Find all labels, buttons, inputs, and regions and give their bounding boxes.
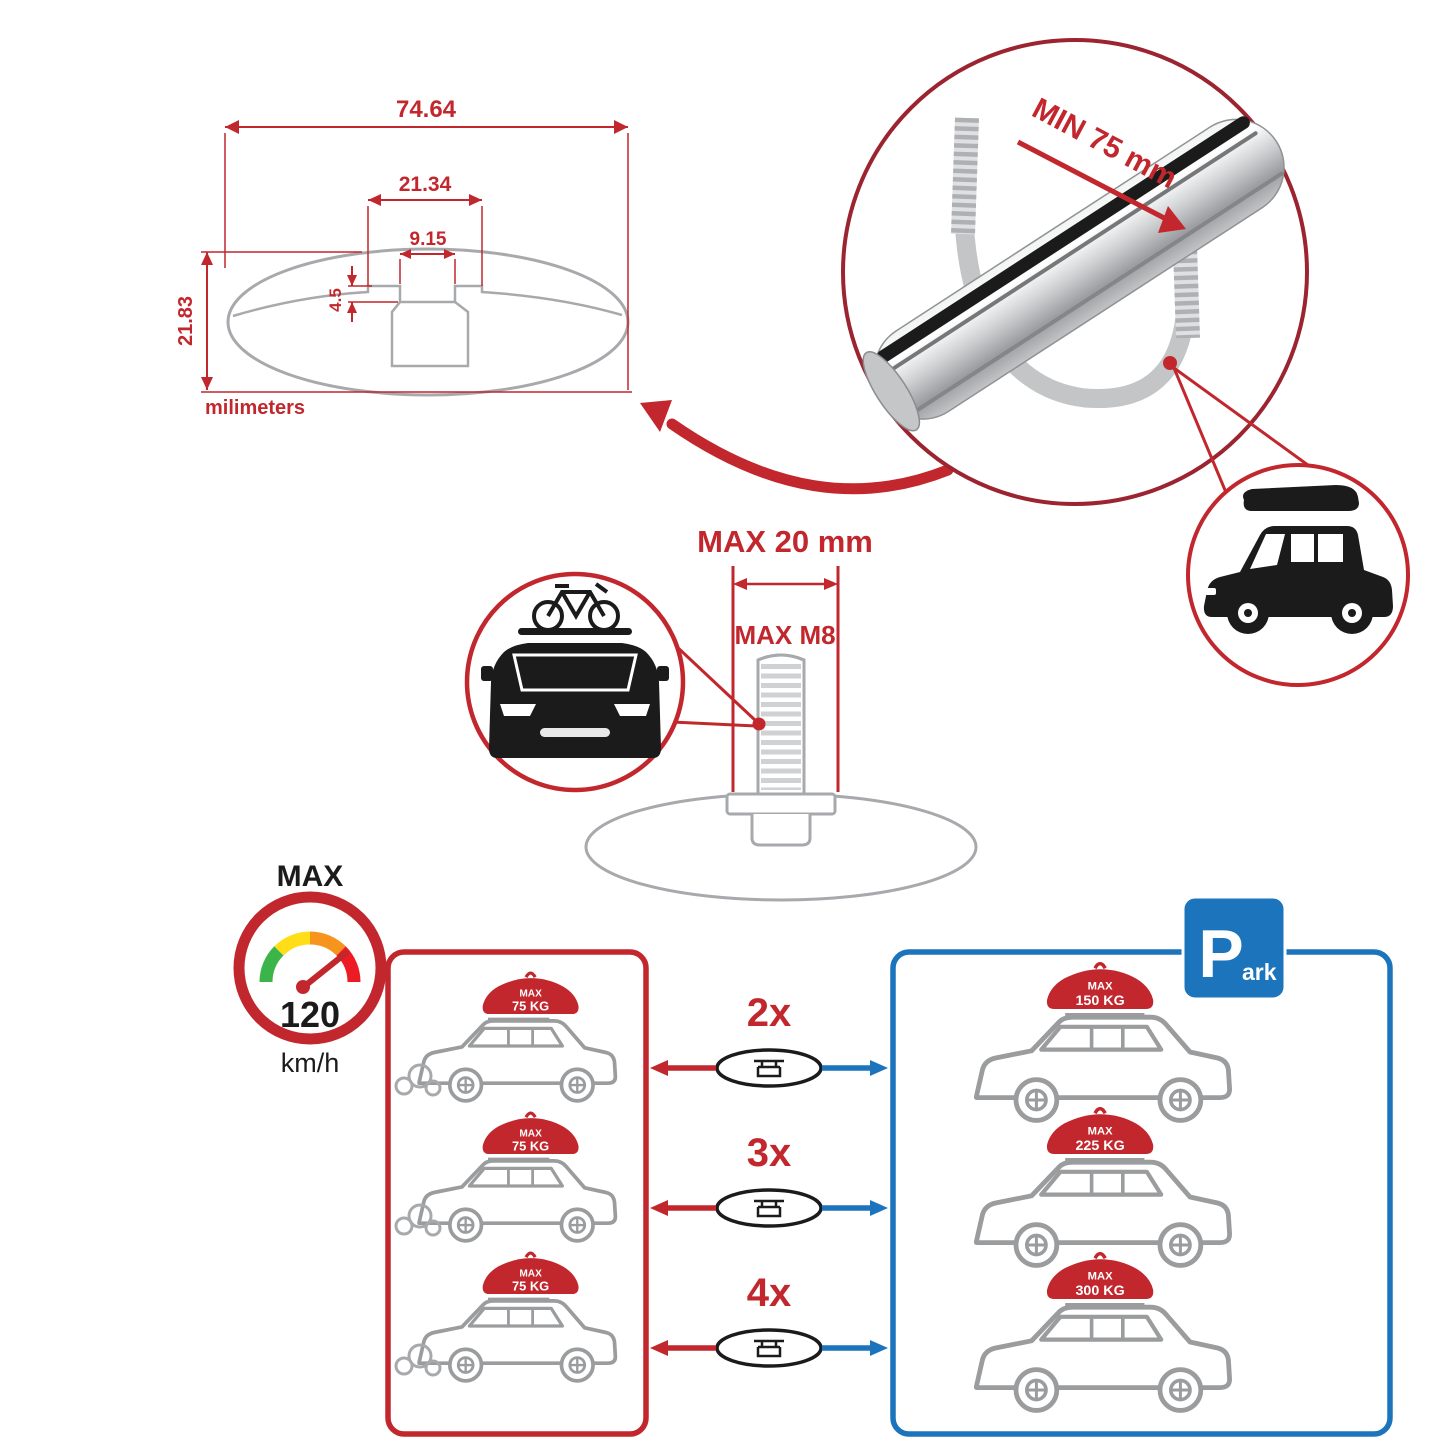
arrowhead <box>347 302 357 313</box>
crossbar-profile-icon <box>715 1188 823 1228</box>
speed-max-title: MAX <box>277 860 344 893</box>
car-roof-box-icon <box>1203 485 1393 634</box>
multiplier-label: 3x <box>747 1131 792 1175</box>
crossbar-profile-icon <box>715 1328 823 1368</box>
callout-dot <box>1163 356 1177 370</box>
red-arrowhead <box>650 1340 668 1356</box>
speedometer-icon <box>233 891 387 1045</box>
cargo-load-badge: MAX 75 KG <box>481 971 581 1016</box>
arrowhead <box>469 194 482 206</box>
arrowhead <box>824 578 838 590</box>
cargo-weight-label: 150 KG <box>1076 993 1125 1009</box>
dim-slot-width <box>399 253 456 284</box>
park-sign-letter: P <box>1198 916 1243 992</box>
arrowhead <box>201 252 213 265</box>
dim-total-width-label: 74.64 <box>396 96 457 123</box>
mounting-bolt-icon <box>725 653 837 847</box>
pointer-arrowhead <box>640 400 672 432</box>
cargo-weight-label: 75 KG <box>512 1138 549 1153</box>
park-sign: P ark <box>1181 895 1287 1001</box>
cargo-max-title: MAX <box>519 1269 542 1280</box>
speed-unit: km/h <box>281 1048 340 1078</box>
cargo-load-badge: MAX 225 KG <box>1045 1106 1156 1156</box>
driving-capacity-panel <box>385 949 649 1437</box>
blue-arrowhead <box>870 1200 888 1216</box>
blue-arrowhead <box>870 1060 888 1076</box>
cargo-weight-label: 225 KG <box>1076 1138 1125 1154</box>
cargo-load-badge: MAX 150 KG <box>1045 961 1156 1011</box>
arrowhead <box>347 275 357 286</box>
suv-icon <box>417 1017 618 1103</box>
speed-limit-badge: MAX 120 km/h <box>233 860 387 1078</box>
car-front-bike-icon <box>481 582 669 758</box>
dim-total-width <box>224 126 629 390</box>
suv-icon <box>976 1160 1229 1266</box>
blue-arrowhead <box>870 1340 888 1356</box>
dim-total-height-label: 21.83 <box>175 296 197 346</box>
arrowhead <box>225 120 239 134</box>
multiplier-label: 4x <box>747 1271 792 1315</box>
arrowhead <box>733 578 747 590</box>
dim-channel-width-label: 21.34 <box>399 173 452 196</box>
dim-total-height <box>201 251 632 393</box>
speedometer-pivot <box>296 980 310 994</box>
bar-detail-section: MIN 75 mm <box>841 38 1410 687</box>
max-thread-size-label: MAX M8 <box>734 620 835 650</box>
max-bolt-length-label: MAX 20 mm <box>697 524 873 559</box>
cargo-load-badge: MAX 75 KG <box>481 1111 581 1156</box>
arrowhead <box>400 249 411 259</box>
cargo-max-title: MAX <box>1088 1126 1113 1138</box>
red-arrowhead <box>650 1200 668 1216</box>
suv-icon <box>417 1297 618 1383</box>
arrowhead <box>614 120 628 134</box>
speed-value: 120 <box>280 994 340 1035</box>
park-sign-suffix: ark <box>1242 959 1277 985</box>
cargo-max-title: MAX <box>519 989 542 1000</box>
cargo-weight-label: 75 KG <box>512 998 549 1013</box>
cargo-max-title: MAX <box>1088 981 1113 993</box>
dim-channel-width <box>367 199 483 286</box>
dim-slot-depth-label: 4.5 <box>326 288 345 312</box>
callout-line <box>674 644 758 723</box>
cargo-load-badge: MAX 75 KG <box>481 1251 581 1296</box>
cross-section-drawing-section: 74.64 21.34 9.15 4.5 <box>175 96 954 495</box>
min-clamp-arrow <box>1016 139 1170 223</box>
cargo-weight-label: 300 KG <box>1076 1283 1125 1299</box>
crossbar-profile-outline <box>226 247 630 397</box>
aluminum-crossbar-icon <box>862 116 1285 432</box>
t-slot-channel-outline <box>232 284 623 318</box>
pointer-arrow <box>666 418 954 495</box>
min-clamp-arrowhead <box>1158 206 1186 233</box>
suv-icon <box>976 1305 1229 1411</box>
callout-line <box>671 720 757 728</box>
multiplier-label: 2x <box>747 991 792 1035</box>
callout-dot <box>752 717 766 731</box>
suv-icon <box>976 1015 1229 1121</box>
callout-line <box>1172 367 1232 503</box>
arrowhead <box>444 249 455 259</box>
cargo-weight-label: 75 KG <box>512 1278 549 1293</box>
cargo-max-title: MAX <box>1088 1271 1113 1283</box>
cargo-max-title: MAX <box>519 1129 542 1140</box>
unit-label: milimeters <box>205 397 305 419</box>
t-slot-channel-body <box>390 301 470 368</box>
capacity-comparison-section: MAX 75 KG MAX 75 KG MAX 75 KG 2x 3x 4x <box>385 895 1393 1437</box>
arrowhead <box>368 194 381 206</box>
parked-capacity-panel <box>890 949 1393 1437</box>
crossbar-profile-icon <box>715 1048 823 1088</box>
arrowhead <box>201 377 213 390</box>
suv-icon <box>417 1157 618 1243</box>
dim-slot-width-label: 9.15 <box>410 229 447 250</box>
red-arrowhead <box>650 1060 668 1076</box>
callout-line <box>1173 366 1313 470</box>
bolt-dimension-lines <box>731 566 840 792</box>
bolt-detail-section: MAX 20 mm MAX M8 <box>464 524 978 902</box>
cargo-load-badge: MAX 300 KG <box>1045 1251 1156 1301</box>
